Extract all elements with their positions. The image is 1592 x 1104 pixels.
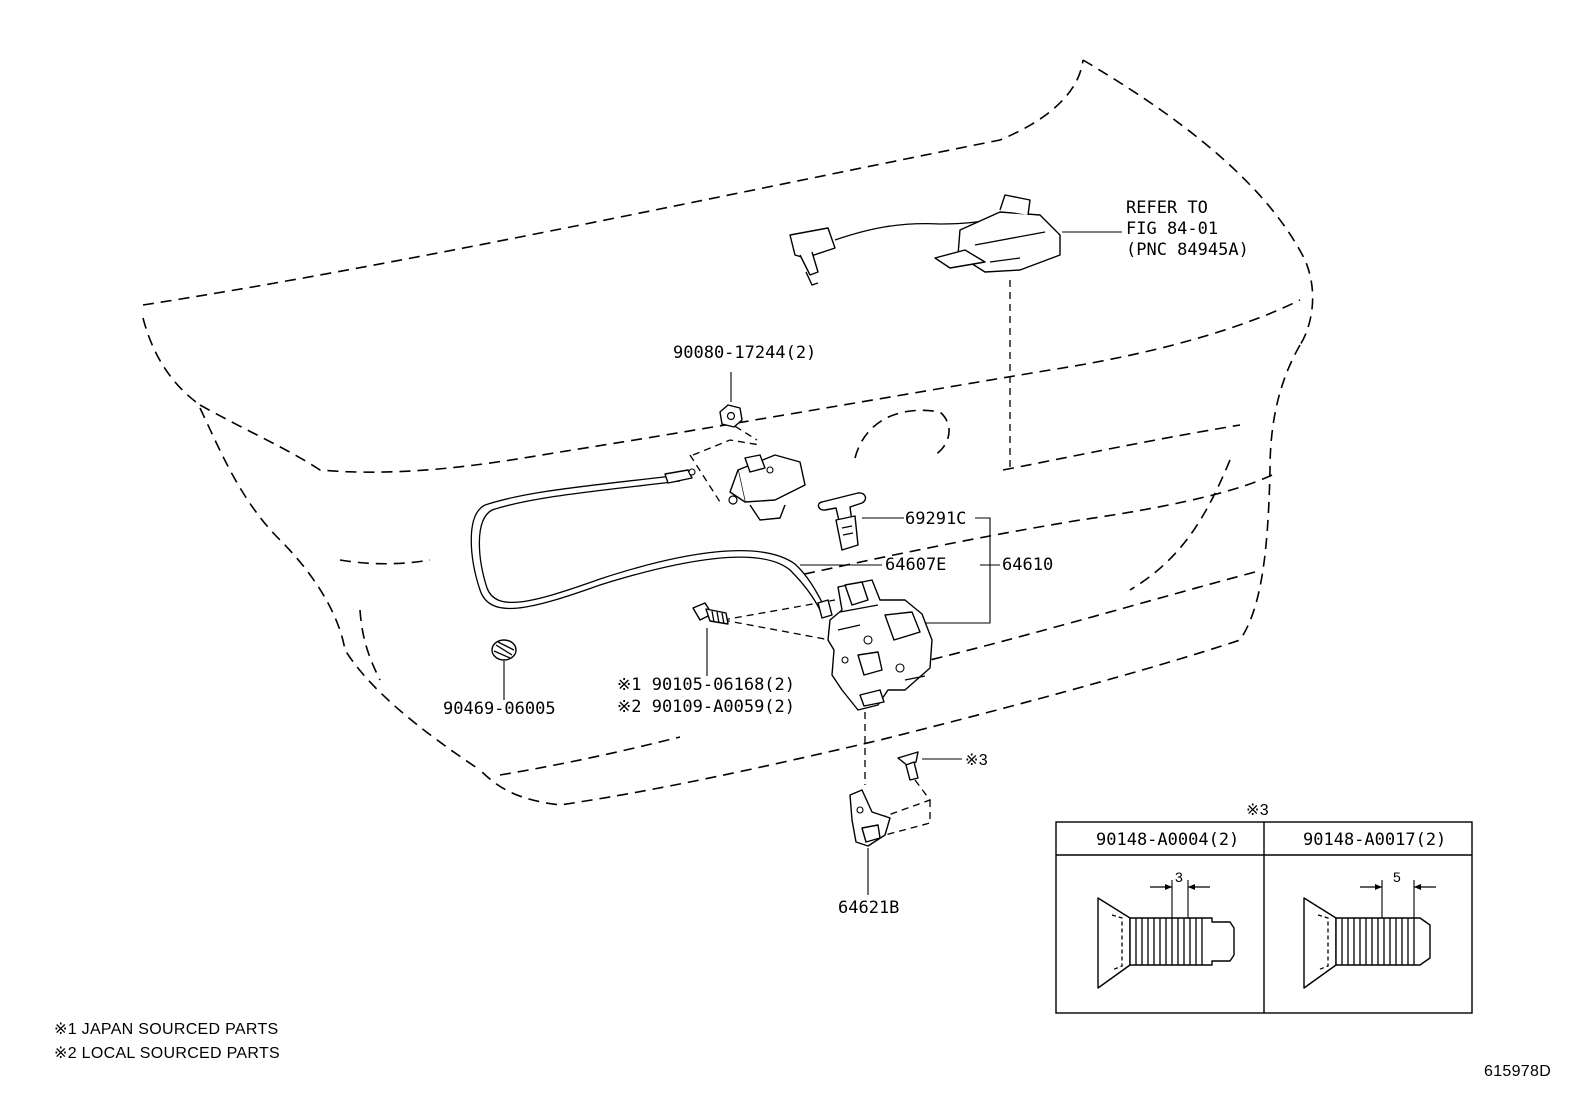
callout-nut: 90080-17244(2) [673, 343, 816, 363]
screw-variant-inset: ※3 90148-A0004(2) 90148-A0017(2) 3 [1055, 802, 1473, 1014]
inset-col2-title: 90148-A0017(2) [1303, 830, 1446, 850]
screw-short-thread-icon: 3 [1097, 869, 1235, 989]
callout-cable: 64607E [885, 555, 946, 575]
inset-marker: ※3 [1246, 802, 1269, 819]
nut-icon [719, 404, 743, 428]
inset-col1-dim: 3 [1175, 869, 1183, 885]
refer-line-3: (PNC 84945A) [1126, 240, 1249, 260]
callout-bolt-local: ※2 90109-A0059(2) [617, 697, 795, 717]
striker-icon [849, 789, 891, 847]
callout-plug: 90469-06005 [443, 699, 556, 719]
footnote-local: ※2 LOCAL SOURCED PARTS [54, 1045, 280, 1062]
trunk-opener-switch-icon [789, 194, 1061, 286]
trunk-lid-outline [142, 59, 1314, 806]
callout-screw-ref: ※3 [965, 752, 988, 769]
lock-bolt-icon [692, 602, 729, 625]
key-cylinder-icon [817, 492, 867, 551]
callout-lock-assy: 64610 [1002, 555, 1053, 575]
inset-col1-title: 90148-A0004(2) [1096, 830, 1239, 850]
refer-line-2: FIG 84-01 [1126, 219, 1218, 239]
trunk-lock-assembly-icon [827, 579, 933, 711]
leader-lock-assy-bracket [920, 517, 991, 624]
release-cable-icon [470, 468, 833, 619]
screw-long-thread-icon: 5 [1303, 869, 1436, 989]
striker-screw-icon [897, 751, 919, 781]
footnote-japan: ※1 JAPAN SOURCED PARTS [54, 1021, 279, 1038]
callout-key-cylinder: 69291C [905, 509, 966, 529]
callout-striker: 64621B [838, 898, 899, 918]
lock-actuator-bracket-icon [728, 454, 806, 521]
hole-plug-icon [491, 639, 517, 661]
inset-col2-dim: 5 [1393, 869, 1401, 885]
refer-line-1: REFER TO [1126, 198, 1208, 218]
figure-id: 615978D [1484, 1063, 1551, 1080]
callout-bolt-japan: ※1 90105-06168(2) [617, 675, 795, 695]
